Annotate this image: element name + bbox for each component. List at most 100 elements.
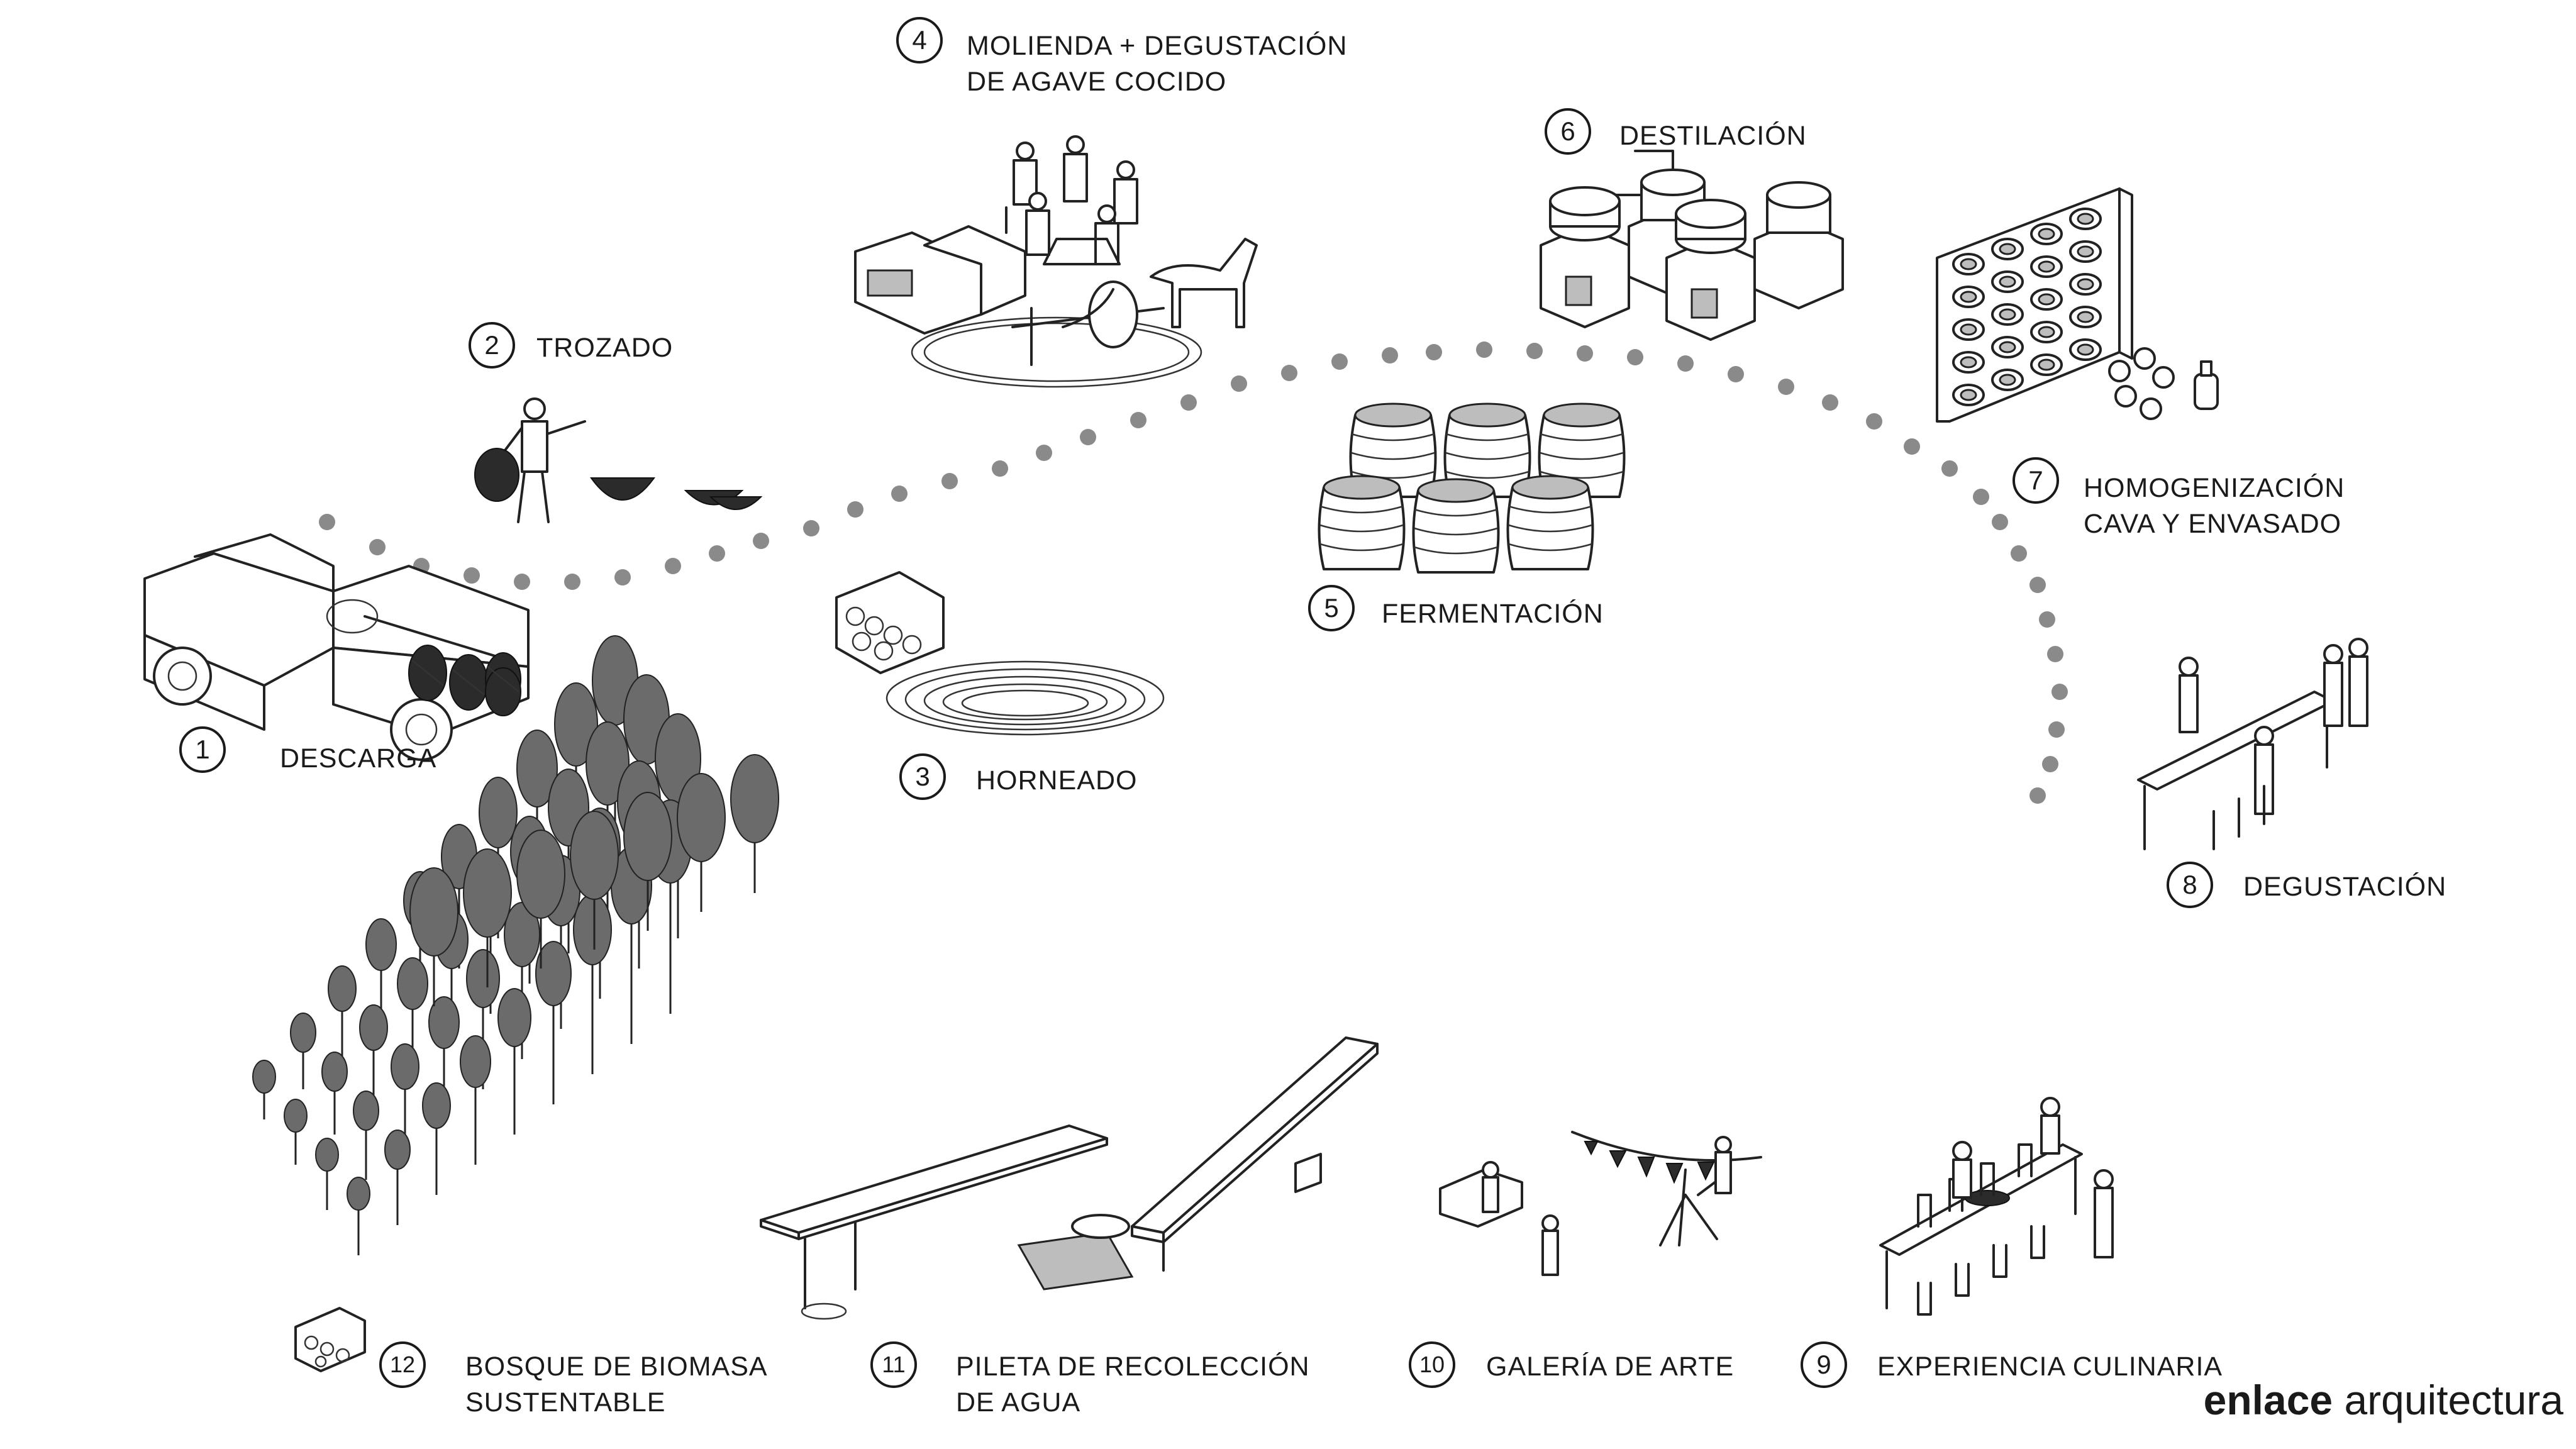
tree xyxy=(328,965,357,1059)
path-dot xyxy=(2051,684,2068,700)
step-number-4: 4 xyxy=(896,17,943,64)
path-dot xyxy=(1426,344,1442,360)
path-dot xyxy=(753,533,769,549)
path-dot xyxy=(2029,787,2046,804)
barrel xyxy=(1412,478,1500,574)
step-label-9: EXPERIENCIA CULINARIA xyxy=(1877,1352,2223,1382)
tall-tree xyxy=(463,848,512,987)
path-dot xyxy=(1627,349,1643,365)
step-number-10: 10 xyxy=(1409,1341,1455,1388)
agave-halves xyxy=(474,448,763,510)
path-dot xyxy=(1130,412,1146,428)
path-dot xyxy=(564,574,580,590)
path-dot xyxy=(1728,366,1744,382)
path-dot xyxy=(665,558,681,574)
tree xyxy=(460,1035,491,1165)
worker-with-machete xyxy=(502,397,586,523)
step-label-3: HORNEADO xyxy=(976,765,1138,796)
tall-tree xyxy=(677,773,726,912)
tree xyxy=(321,1052,348,1135)
path-dot xyxy=(1677,355,1694,372)
step-number-11: 11 xyxy=(870,1341,917,1388)
step-label-8: DEGUSTACIÓN xyxy=(2243,872,2447,902)
path-dot xyxy=(1941,460,1958,477)
brand-rest: arquitectura xyxy=(2333,1377,2563,1423)
tall-tree xyxy=(409,867,458,1006)
art-mobile xyxy=(1439,1131,1762,1276)
path-dot xyxy=(2042,756,2058,772)
earth-oven-pit xyxy=(886,660,1165,736)
dining-table xyxy=(1879,1097,2114,1316)
step-label-1: DESCARGA xyxy=(280,743,437,774)
tasting-bar xyxy=(2137,657,2334,850)
step-number-6: 6 xyxy=(1545,108,1591,155)
path-dot xyxy=(1281,365,1297,381)
brand-bold: enlace xyxy=(2203,1377,2333,1423)
step-number-7: 7 xyxy=(2012,457,2059,504)
tahona-mill xyxy=(911,280,1202,388)
path-dot xyxy=(1778,379,1794,395)
brand-logo: enlace arquitectura xyxy=(2204,1376,2563,1424)
path-dot xyxy=(1331,353,1348,370)
path-dot xyxy=(1992,514,2008,530)
biomass-forest xyxy=(252,635,779,1255)
tall-tree xyxy=(570,811,619,950)
barrel xyxy=(1506,475,1594,570)
tree xyxy=(315,1138,339,1210)
tall-tree xyxy=(730,754,779,893)
bottles xyxy=(2108,347,2219,420)
path-dot xyxy=(1080,429,1096,445)
tree xyxy=(359,1004,388,1104)
step-number-8: 8 xyxy=(2167,862,2213,908)
path-dot xyxy=(1577,345,1593,362)
tree xyxy=(422,1082,451,1195)
tree xyxy=(252,1060,276,1119)
barrel xyxy=(1318,475,1406,570)
path-dot xyxy=(803,520,819,536)
path-dot xyxy=(2048,721,2065,738)
tree xyxy=(353,1091,379,1180)
step-label-5: FERMENTACIÓN xyxy=(1382,599,1604,629)
path-dot xyxy=(369,539,386,555)
tree xyxy=(347,1177,370,1255)
path-dot xyxy=(1382,347,1398,364)
path-dot xyxy=(709,545,725,562)
woodpile xyxy=(294,1307,366,1372)
step-label-2: TROZADO xyxy=(536,333,674,363)
tall-tree xyxy=(623,792,672,931)
path-dot xyxy=(1822,394,1838,411)
horse xyxy=(1062,238,1258,328)
shredding-machine xyxy=(854,206,1026,335)
path-dot xyxy=(941,473,958,489)
path-dot xyxy=(2047,646,2063,662)
firewood-stack xyxy=(835,571,945,674)
path-dot xyxy=(1526,343,1543,359)
path-dot xyxy=(847,501,863,518)
path-dot xyxy=(514,574,530,590)
distillation-stills xyxy=(1540,150,1844,341)
path-dot xyxy=(1904,438,1920,455)
step-number-9: 9 xyxy=(1801,1341,1847,1388)
tall-tree xyxy=(516,830,565,969)
path-dot xyxy=(614,569,631,586)
tree xyxy=(290,1013,316,1089)
step-label-6: DESTILACIÓN xyxy=(1619,121,1807,151)
step-number-2: 2 xyxy=(469,322,515,369)
path-dot xyxy=(992,460,1008,477)
people-group xyxy=(1013,135,1138,265)
path-dot xyxy=(1476,341,1492,358)
tree xyxy=(535,941,572,1104)
tree xyxy=(497,988,531,1135)
path-dot xyxy=(1973,489,1989,505)
path-dot xyxy=(464,567,480,584)
path-dot xyxy=(1231,375,1247,392)
tree xyxy=(391,1043,419,1150)
path-dot xyxy=(2039,611,2055,628)
tree xyxy=(284,1099,308,1165)
path-dot xyxy=(1866,413,1882,430)
step-number-12: 12 xyxy=(379,1341,426,1388)
fermentation-barrels xyxy=(1318,402,1626,574)
